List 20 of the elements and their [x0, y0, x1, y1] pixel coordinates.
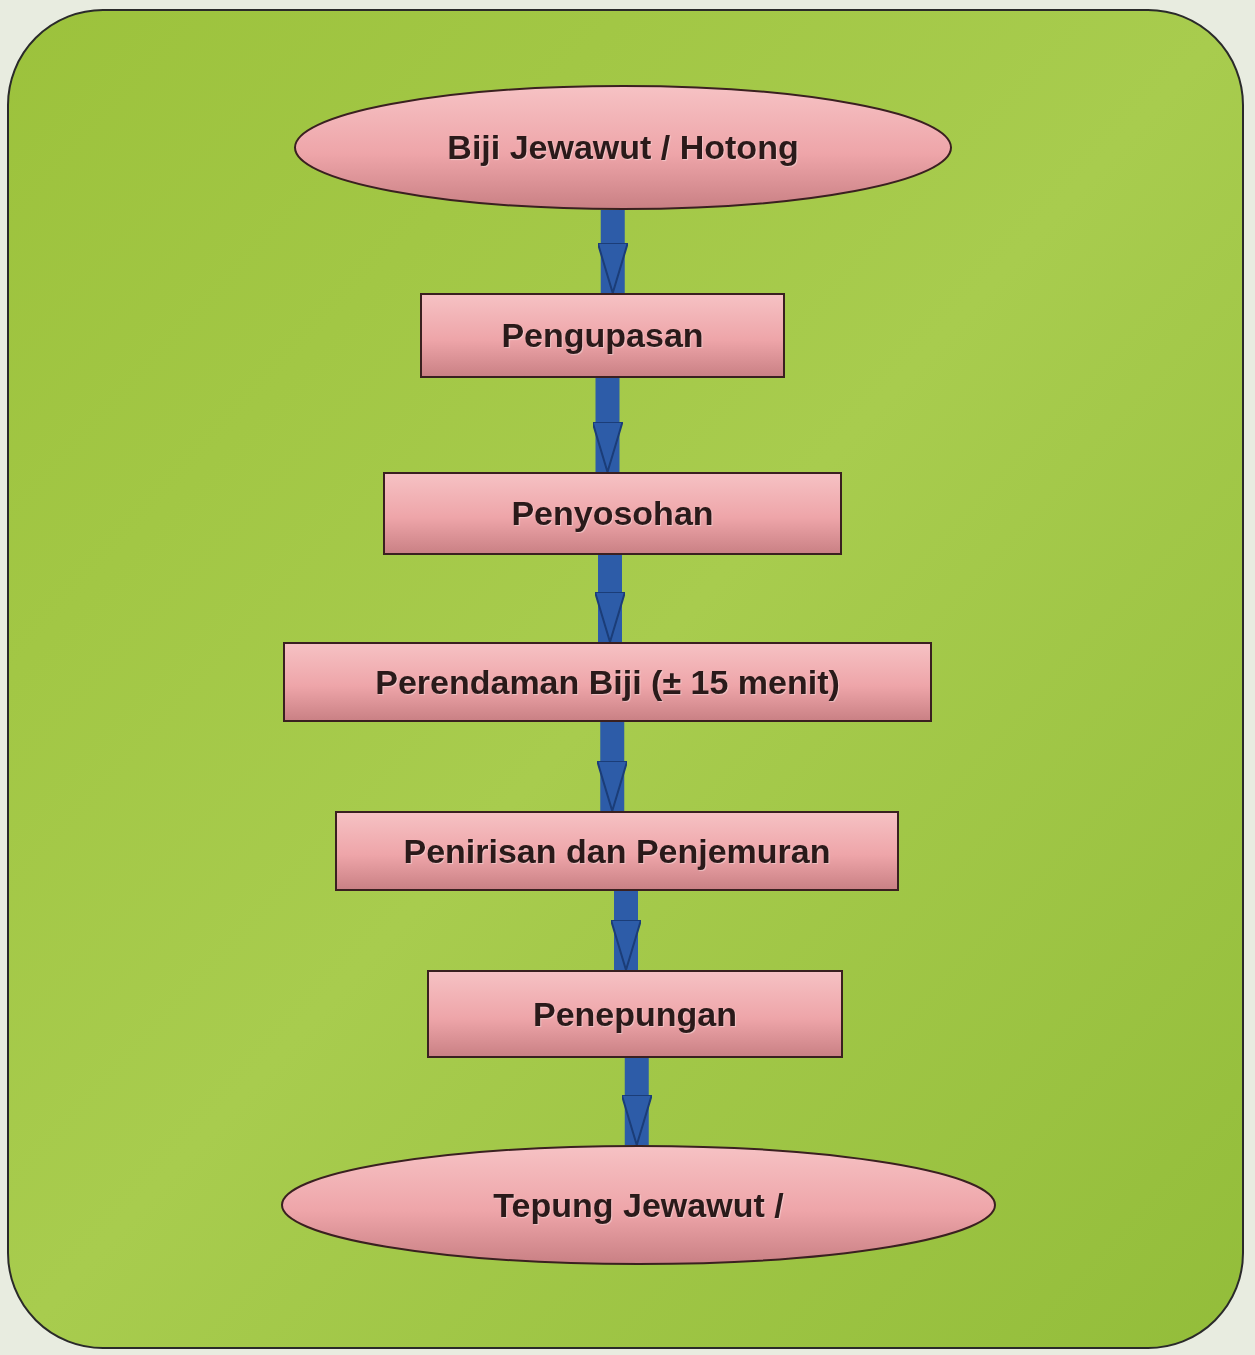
- step-label: Penirisan dan Penjemuran: [403, 831, 831, 871]
- step-label: Pengupasan: [501, 316, 704, 355]
- terminal-ellipse: [281, 1145, 996, 1265]
- process-box: [283, 642, 932, 722]
- arrow: [591, 378, 624, 473]
- arrow: [594, 555, 626, 643]
- process-box: [383, 472, 842, 555]
- step-label: Penepungan: [533, 994, 737, 1034]
- process-box: [427, 970, 843, 1058]
- process-box: [420, 293, 785, 378]
- arrow: [596, 210, 629, 294]
- arrow: [596, 722, 629, 812]
- terminal-ellipse: [294, 85, 952, 210]
- step-label: Biji Jewawut / Hotong: [447, 128, 799, 167]
- step-label: Perendaman Biji (± 15 menit): [375, 662, 840, 702]
- arrow: [610, 891, 642, 971]
- arrow: [620, 1058, 653, 1146]
- step-label: Penyosohan: [511, 494, 714, 533]
- step-label: Tepung Jewawut /: [493, 1185, 784, 1225]
- process-box: [335, 811, 899, 891]
